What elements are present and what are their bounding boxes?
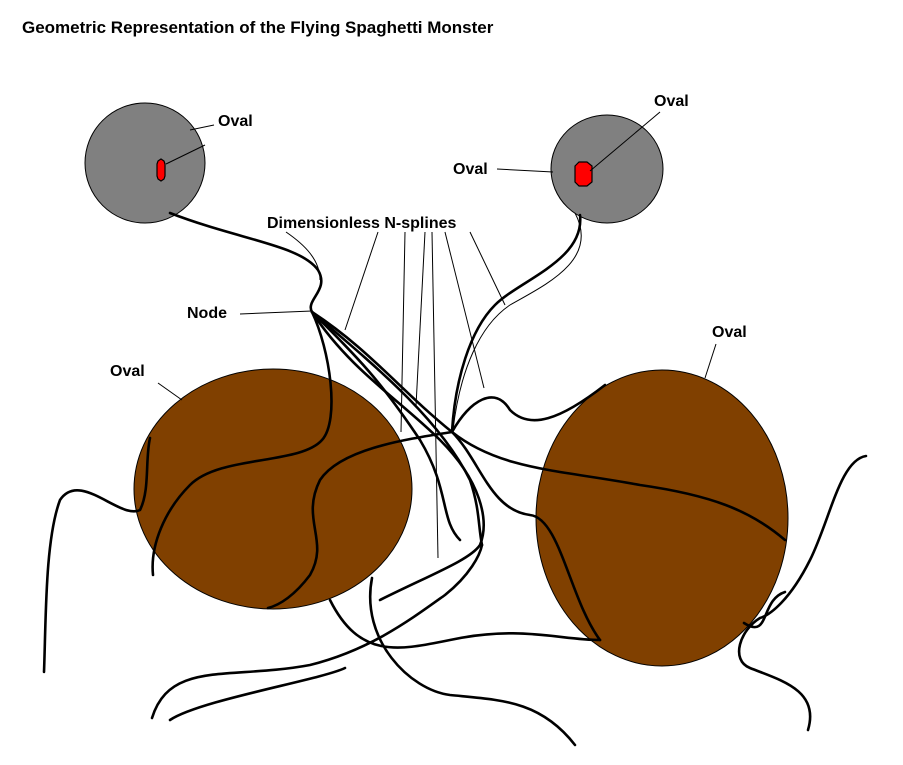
right-eyestalk-noodle: [450, 213, 582, 434]
node-to-bottom-noodle: [310, 310, 462, 542]
right-pupil: [574, 161, 593, 187]
leader-left-eye-oval: [189, 124, 215, 131]
leader-spline-6: [444, 231, 485, 389]
leader-right-eye-oval-left: [496, 168, 554, 173]
leader-node: [239, 310, 313, 315]
leader-spline-4: [415, 231, 426, 407]
leader-spline-1: [285, 231, 321, 281]
diagram-title: Geometric Representation of the Flying S…: [22, 18, 494, 37]
hub-to-right-ball-noodle: [450, 430, 787, 542]
leader-ball-right-oval: [704, 343, 717, 379]
node-to-v-noodle: [310, 310, 484, 547]
node-wedge-noodle: [310, 310, 485, 602]
leader-right-eye-oval-top: [589, 111, 661, 172]
label-n-splines: Dimensionless N-splines: [267, 215, 456, 232]
noodles: [42, 211, 868, 747]
left-eyestalk-noodle: [168, 211, 323, 314]
bottom-left-noodle: [150, 543, 484, 720]
hub-to-left-ball-noodle: [266, 430, 454, 610]
node-to-hub-noodle-a: [310, 310, 454, 434]
hub-to-upper-right-noodle: [450, 383, 607, 434]
leader-spline-5: [431, 231, 439, 559]
leader-lines: [157, 111, 717, 559]
leader-ball-left-oval: [157, 382, 183, 401]
leader-spline-3: [400, 231, 406, 433]
label-right-eye-oval-top: Oval: [654, 93, 689, 110]
leader-spline-7: [469, 231, 506, 306]
right-eyestalk-thin-noodle: [452, 212, 582, 431]
far-right-noodle: [737, 454, 868, 732]
right-wavy-noodle: [742, 590, 787, 629]
bottom-center-noodle: [328, 598, 602, 649]
hub-to-lower-right-noodle: [450, 430, 602, 642]
bottom-left-noodle-b: [168, 666, 347, 722]
leader-left-pupil: [165, 144, 206, 165]
label-ball-left-oval: Oval: [110, 363, 145, 380]
far-left-noodle: [42, 436, 152, 674]
leader-spline-2: [344, 231, 379, 331]
right-eye: [550, 114, 664, 224]
right-eyestalk-oval: [550, 114, 664, 224]
left-eyestalk-oval: [84, 102, 206, 224]
bottom-center-noodle-b: [369, 576, 577, 747]
left-eye: [84, 102, 206, 224]
right-meatball-oval: [535, 369, 789, 667]
label-left-eye-oval: Oval: [218, 113, 253, 130]
left-pupil: [156, 158, 166, 182]
left-meatball-oval: [133, 368, 413, 610]
node-to-left-ball-noodle: [151, 310, 333, 577]
label-ball-right-oval: Oval: [712, 324, 747, 341]
label-node: Node: [187, 305, 227, 322]
label-right-eye-oval-left: Oval: [453, 161, 488, 178]
